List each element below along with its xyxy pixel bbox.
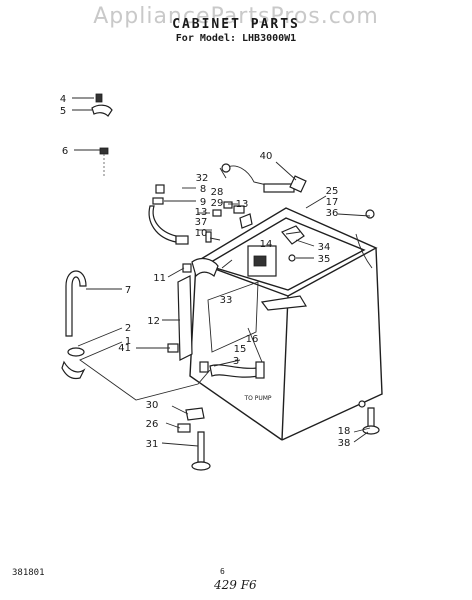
model-number: For Model: LHB3000W1	[175, 33, 297, 44]
footer-page-number: 6	[220, 567, 225, 576]
callout-26: 26	[146, 419, 159, 430]
callout-38: 38	[338, 438, 351, 449]
callout-labels: 4 5 6 7 2 1 41 12 11 32 8 9 13 37 10 28 …	[60, 94, 351, 450]
callout-14: 14	[260, 239, 273, 250]
callout-30: 28	[211, 187, 224, 198]
callout-6: 6	[62, 146, 68, 157]
callout-13b: 13	[236, 199, 249, 210]
callout-37: 37	[195, 217, 208, 228]
handwritten-note: 429 F6	[214, 578, 257, 592]
callout-3: 3	[233, 356, 239, 367]
callout-5: 5	[60, 106, 66, 117]
callout-35: 35	[318, 254, 331, 265]
callout-29: 31	[146, 439, 159, 450]
leader-lines	[72, 97, 371, 447]
callout-32: 32	[196, 173, 209, 184]
callout-16: 16	[246, 334, 259, 345]
callout-40: 40	[260, 151, 273, 162]
callout-11: 11	[153, 273, 166, 284]
callout-7: 7	[125, 285, 131, 296]
callout-28: 30	[146, 400, 159, 411]
callout-13a: 13	[195, 207, 208, 218]
callout-4: 4	[60, 94, 66, 105]
callout-31: 29	[211, 198, 224, 209]
callout-9: 9	[200, 197, 206, 208]
footer-code: 381801	[12, 568, 45, 578]
top-hardware	[148, 163, 307, 278]
callout-2: 2	[125, 323, 131, 334]
cabinet	[189, 207, 383, 441]
inner-parts	[247, 209, 375, 311]
callout-36: 36	[326, 208, 339, 219]
watermark: AppliancePartsPros.com	[93, 4, 379, 29]
left-parts	[61, 93, 193, 380]
callout-10: 10	[195, 228, 208, 239]
callout-33: 33	[220, 295, 233, 306]
page-title: CABINET PARTS	[172, 17, 300, 32]
callout-8: 8	[200, 184, 206, 195]
to-pump-caption: TO PUMP	[243, 395, 271, 402]
callout-18: 18	[338, 426, 351, 437]
callout-12: 12	[147, 316, 160, 327]
callout-41: 41	[118, 343, 131, 354]
callout-15: 15	[234, 344, 247, 355]
callout-1: 1	[125, 336, 131, 347]
lower-parts	[177, 361, 380, 471]
callout-25: 25	[326, 186, 339, 197]
callout-17: 17	[326, 197, 339, 208]
callout-34: 34	[318, 242, 331, 253]
